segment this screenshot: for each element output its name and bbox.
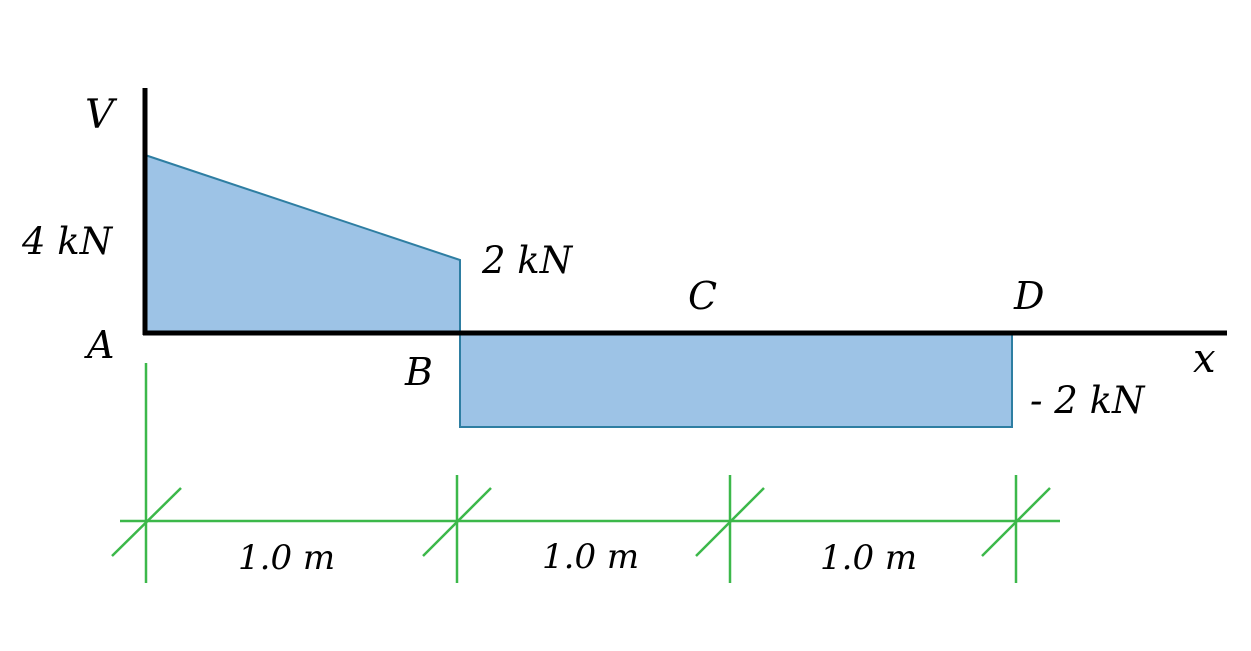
- v-axis-label: V: [85, 92, 118, 138]
- negative-shear-region: [459, 332, 1013, 428]
- point-label-c: C: [688, 274, 717, 318]
- value-label-negative: - 2 kN: [1030, 379, 1146, 422]
- positive-shear-region: [144, 153, 461, 334]
- dimension-label-cd: 1.0 m: [820, 538, 917, 578]
- x-axis-label: x: [1193, 336, 1216, 382]
- point-label-b: B: [404, 350, 433, 394]
- dimension-line: [111, 363, 1060, 583]
- point-label-a: A: [84, 323, 114, 367]
- dimension-label-ab: 1.0 m: [238, 538, 335, 578]
- value-label-b: 2 kN: [481, 239, 574, 282]
- point-label-d: D: [1013, 274, 1044, 318]
- value-label-left: 4 kN: [21, 220, 114, 263]
- dimension-label-bc: 1.0 m: [542, 537, 639, 577]
